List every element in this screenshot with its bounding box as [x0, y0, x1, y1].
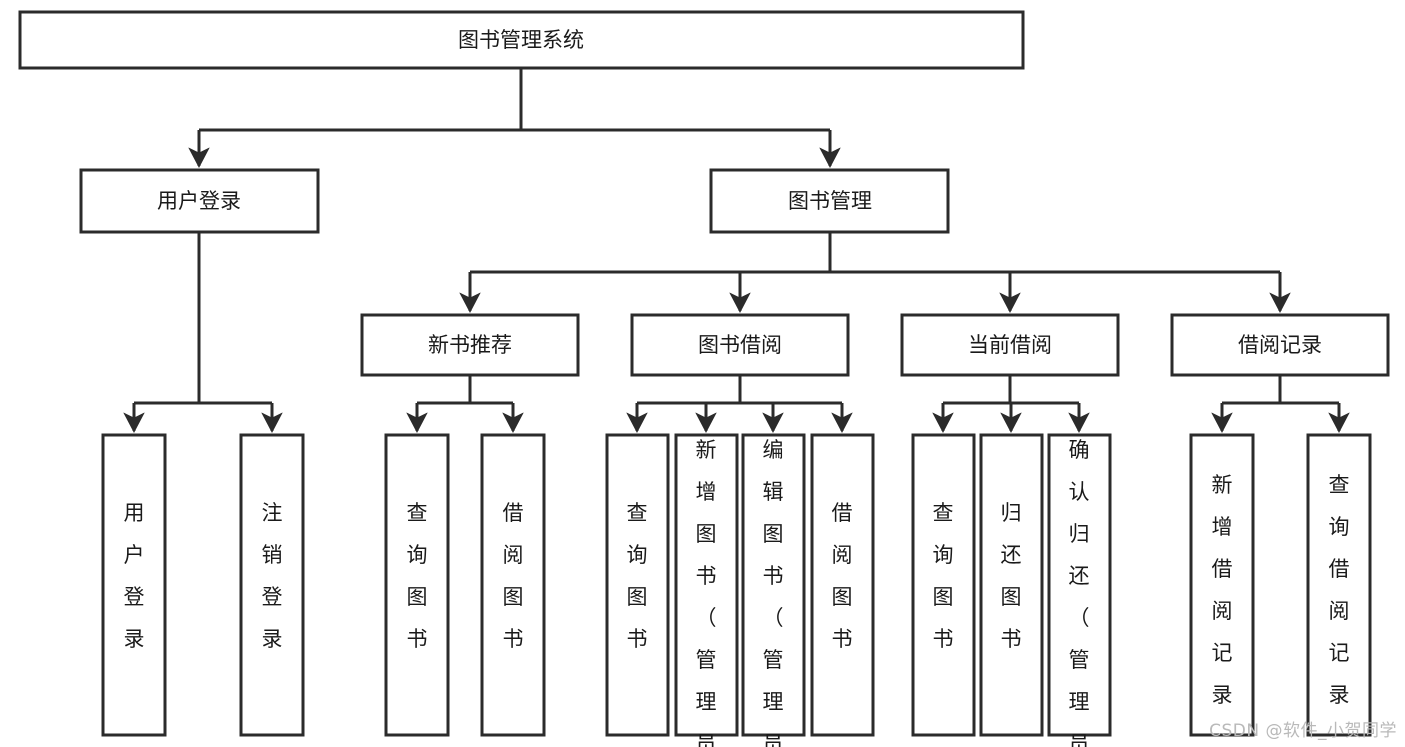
node-leaf-borrow-books-label: 借阅图书 [832, 501, 853, 651]
node-leaf-add-borrow-record-label: 新增借阅记录 [1212, 473, 1233, 707]
edge-layer [134, 68, 1339, 431]
node-leaf-query-books-borrow-label: 查询图书 [627, 501, 648, 651]
node-leaf-add-borrow-record[interactable]: 新增借阅记录 [1189, 433, 1255, 737]
node-leaf-confirm-return-admin-label: 确认归还（管理员） [1069, 438, 1090, 747]
node-book-management-label: 图书管理 [788, 189, 872, 213]
node-leaf-query-books-rec[interactable]: 查询图书 [384, 433, 450, 737]
node-leaf-query-books-current[interactable]: 查询图书 [911, 433, 976, 737]
node-book-management-box[interactable] [709, 168, 950, 234]
node-new-book-recommend-label: 新书推荐 [428, 333, 512, 357]
node-leaf-add-book-admin-box[interactable] [674, 433, 739, 737]
node-book-borrow[interactable]: 图书借阅 [630, 313, 850, 377]
node-current-borrow[interactable]: 当前借阅 [900, 313, 1120, 377]
node-leaf-query-books-rec-label: 查询图书 [407, 501, 428, 651]
node-new-book-recommend-box[interactable] [360, 313, 580, 377]
node-leaf-query-books-borrow[interactable]: 查询图书 [605, 433, 670, 737]
node-leaf-edit-book-admin-label: 编辑图书（管理员） [763, 438, 784, 747]
node-leaf-confirm-return-admin[interactable]: 确认归还（管理员） [1047, 433, 1112, 747]
node-leaf-return-books-box[interactable] [979, 433, 1044, 737]
node-leaf-edit-book-admin-box[interactable] [741, 433, 806, 737]
node-leaf-return-books[interactable]: 归还图书 [979, 433, 1044, 737]
node-leaf-query-borrow-record-box[interactable] [1306, 433, 1372, 737]
node-layer: 图书管理系统 用户登录 图书管理 新书推荐 图书借阅 当前 [18, 10, 1390, 747]
node-leaf-user-login-label: 用户登录 [124, 501, 145, 651]
node-leaf-add-book-admin-label: 新增图书（管理员） [696, 438, 717, 747]
node-book-borrow-box[interactable] [630, 313, 850, 377]
node-leaf-borrow-books-rec[interactable]: 借阅图书 [480, 433, 546, 737]
node-leaf-query-books-current-label: 查询图书 [933, 501, 954, 651]
node-leaf-borrow-books-box[interactable] [810, 433, 875, 737]
node-leaf-query-borrow-record-label: 查询借阅记录 [1329, 473, 1350, 707]
node-leaf-edit-book-admin[interactable]: 编辑图书（管理员） [741, 433, 806, 747]
node-root-label: 图书管理系统 [458, 28, 584, 52]
node-current-borrow-label: 当前借阅 [968, 333, 1052, 357]
node-leaf-user-login[interactable]: 用户登录 [101, 433, 167, 737]
node-leaf-query-books-current-box[interactable] [911, 433, 976, 737]
node-borrow-record-label: 借阅记录 [1238, 333, 1322, 357]
node-leaf-add-borrow-record-box[interactable] [1189, 433, 1255, 737]
node-book-borrow-label: 图书借阅 [698, 333, 782, 357]
node-user-login[interactable]: 用户登录 [79, 168, 320, 234]
node-leaf-add-book-admin[interactable]: 新增图书（管理员） [674, 433, 739, 747]
node-current-borrow-box[interactable] [900, 313, 1120, 377]
node-root[interactable]: 图书管理系统 [18, 10, 1025, 70]
node-borrow-record-box[interactable] [1170, 313, 1390, 377]
node-user-login-label: 用户登录 [157, 189, 241, 213]
node-leaf-confirm-return-admin-box[interactable] [1047, 433, 1112, 737]
csdn-watermark: CSDN @软件_小贺同学 [1209, 721, 1397, 741]
node-leaf-user-login-box[interactable] [101, 433, 167, 737]
node-leaf-logout-login-label: 注销登录 [262, 501, 283, 651]
node-user-login-box[interactable] [79, 168, 320, 234]
node-leaf-query-books-rec-box[interactable] [384, 433, 450, 737]
node-leaf-return-books-label: 归还图书 [1001, 501, 1022, 651]
node-borrow-record[interactable]: 借阅记录 [1170, 313, 1390, 377]
node-leaf-borrow-books[interactable]: 借阅图书 [810, 433, 875, 737]
node-leaf-borrow-books-rec-label: 借阅图书 [503, 501, 524, 651]
node-leaf-query-borrow-record[interactable]: 查询借阅记录 [1306, 433, 1372, 737]
node-leaf-logout-login-box[interactable] [239, 433, 305, 737]
node-leaf-logout-login[interactable]: 注销登录 [239, 433, 305, 737]
node-leaf-borrow-books-rec-box[interactable] [480, 433, 546, 737]
node-book-management[interactable]: 图书管理 [709, 168, 950, 234]
node-leaf-query-books-borrow-box[interactable] [605, 433, 670, 737]
node-new-book-recommend[interactable]: 新书推荐 [360, 313, 580, 377]
node-root-box[interactable] [18, 10, 1025, 70]
